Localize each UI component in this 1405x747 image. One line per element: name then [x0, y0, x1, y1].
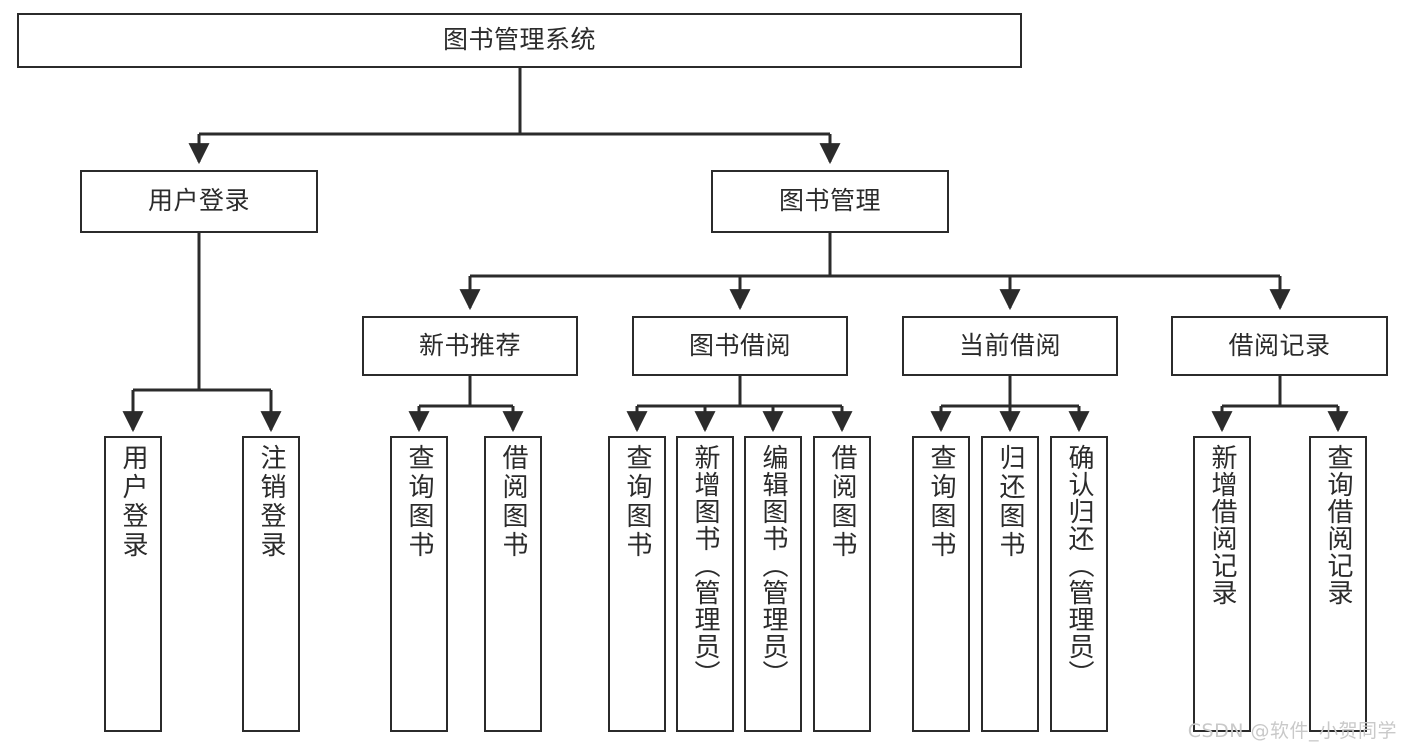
- node-borrow-record[interactable]: 借阅记录: [1171, 316, 1388, 376]
- node-book-manage-label: 图书管理: [778, 186, 881, 216]
- node-new-book-recommend[interactable]: 新书推荐: [362, 316, 578, 376]
- leaf-query-book-1[interactable]: 查询图书: [390, 436, 448, 732]
- leaf-query-book-3[interactable]: 查询图书: [912, 436, 970, 732]
- leaf-add-book[interactable]: 新增图书（管理员）: [676, 436, 734, 732]
- node-book-manage[interactable]: 图书管理: [711, 170, 949, 233]
- node-borrow-record-label: 借阅记录: [1228, 330, 1331, 360]
- node-book-borrow-label: 图书借阅: [688, 330, 791, 360]
- node-root[interactable]: 图书管理系统: [17, 13, 1022, 68]
- leaf-user-login[interactable]: 用户登录: [104, 436, 162, 732]
- leaf-query-book-3-label: 查询图书: [926, 444, 956, 560]
- leaf-return-book-label: 归还图书: [995, 444, 1025, 560]
- leaf-query-book-2-label: 查询图书: [622, 444, 652, 560]
- leaf-confirm-return[interactable]: 确认归还（管理员）: [1050, 436, 1108, 732]
- leaf-borrow-book-1-label: 借阅图书: [498, 444, 528, 560]
- leaf-edit-book[interactable]: 编辑图书（管理员）: [744, 436, 802, 732]
- leaf-query-record[interactable]: 查询借阅记录: [1309, 436, 1367, 732]
- node-new-book-recommend-label: 新书推荐: [418, 330, 521, 360]
- leaf-add-record[interactable]: 新增借阅记录: [1193, 436, 1251, 732]
- leaf-borrow-book-2-label: 借阅图书: [827, 444, 857, 560]
- leaf-add-record-label: 新增借阅记录: [1207, 444, 1237, 606]
- leaf-borrow-book-1[interactable]: 借阅图书: [484, 436, 542, 732]
- leaf-logout-login[interactable]: 注销登录: [242, 436, 300, 732]
- node-book-borrow[interactable]: 图书借阅: [632, 316, 848, 376]
- leaf-query-book-2[interactable]: 查询图书: [608, 436, 666, 732]
- leaf-add-book-label: 新增图书（管理员）: [690, 444, 720, 687]
- leaf-user-login-label: 用户登录: [118, 444, 148, 560]
- leaf-confirm-return-label: 确认归还（管理员）: [1064, 444, 1094, 687]
- leaf-logout-login-label: 注销登录: [256, 444, 286, 560]
- leaf-return-book[interactable]: 归还图书: [981, 436, 1039, 732]
- node-root-label: 图书管理系统: [442, 25, 596, 55]
- leaf-query-record-label: 查询借阅记录: [1323, 444, 1353, 606]
- leaf-edit-book-label: 编辑图书（管理员）: [758, 444, 788, 687]
- node-current-borrow-label: 当前借阅: [958, 330, 1061, 360]
- leaf-borrow-book-2[interactable]: 借阅图书: [813, 436, 871, 732]
- node-user-login-label: 用户登录: [147, 186, 250, 216]
- watermark: CSDN @软件_小贺同学: [1187, 720, 1397, 742]
- node-user-login[interactable]: 用户登录: [80, 170, 318, 233]
- node-current-borrow[interactable]: 当前借阅: [902, 316, 1118, 376]
- leaf-query-book-1-label: 查询图书: [404, 444, 434, 560]
